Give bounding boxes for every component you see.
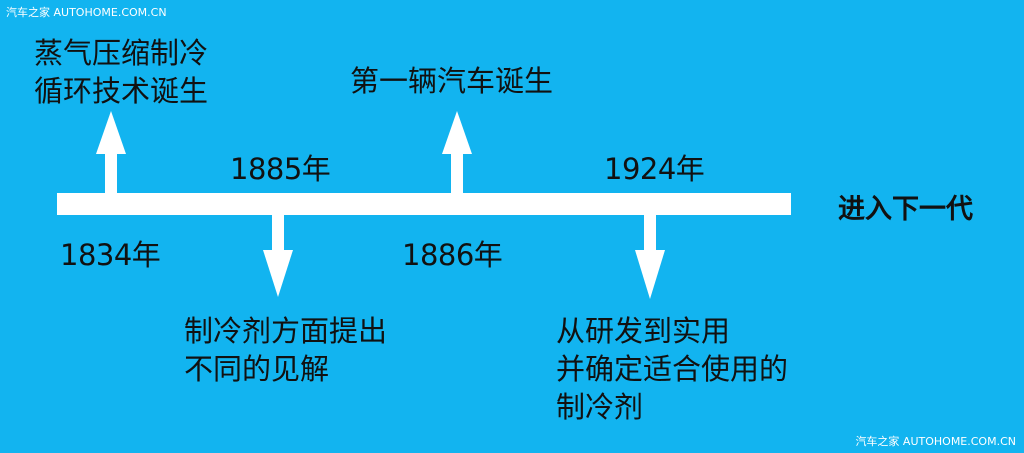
year-label-1924: 1924年 bbox=[604, 152, 705, 186]
timeline-bar bbox=[57, 193, 791, 215]
event-line: 不同的见解 bbox=[184, 352, 330, 386]
event-line: 蒸气压缩制冷 bbox=[34, 36, 209, 70]
year-label-1886: 1886年 bbox=[402, 238, 503, 272]
watermark-top: 汽车之家 AUTOHOME.COM.CN bbox=[6, 6, 167, 19]
event-1924-text: 从研发到实用 并确定适合使用的 制冷剂 bbox=[556, 312, 788, 426]
next-generation-label: 进入下一代 bbox=[838, 194, 973, 225]
arrow-up-1834 bbox=[96, 111, 126, 196]
watermark-bottom: 汽车之家 AUTOHOME.COM.CN bbox=[855, 435, 1016, 448]
event-1886-text: 第一辆汽车诞生 bbox=[350, 62, 553, 100]
year-label-1834: 1834年 bbox=[60, 238, 161, 272]
event-line: 从研发到实用 bbox=[556, 314, 731, 348]
event-1834-text: 蒸气压缩制冷 循环技术诞生 bbox=[34, 34, 208, 110]
event-line: 制冷剂 bbox=[556, 390, 644, 424]
arrow-up-1886 bbox=[442, 111, 472, 196]
event-line: 循环技术诞生 bbox=[34, 74, 209, 108]
arrow-down-1885 bbox=[263, 212, 293, 297]
event-line: 并确定适合使用的 bbox=[556, 352, 789, 386]
event-1885-text: 制冷剂方面提出 不同的见解 bbox=[184, 312, 387, 388]
year-label-1885: 1885年 bbox=[230, 152, 331, 186]
arrow-down-1924 bbox=[635, 212, 665, 299]
event-line: 制冷剂方面提出 bbox=[184, 314, 388, 348]
event-line: 第一辆汽车诞生 bbox=[350, 64, 554, 98]
